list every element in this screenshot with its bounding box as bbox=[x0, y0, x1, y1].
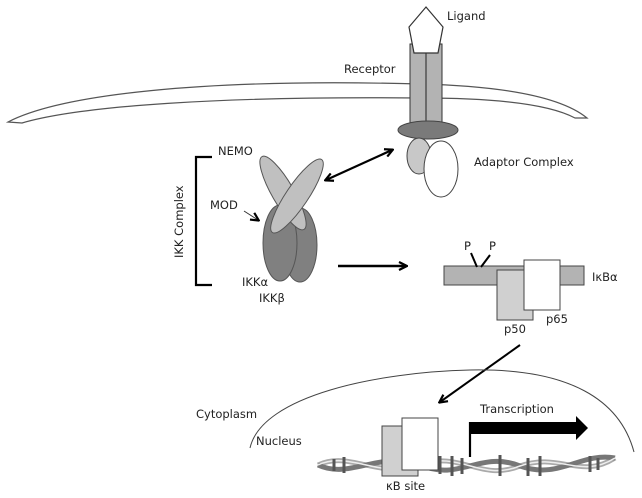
ikk-complex-label: IKK Complex bbox=[172, 185, 186, 258]
transcription-arrow bbox=[468, 416, 588, 457]
receptor-label: Receptor bbox=[344, 62, 396, 76]
adaptor-complex-label: Adaptor Complex bbox=[474, 155, 574, 169]
ikk-alpha-label: IKKα bbox=[242, 275, 268, 289]
ikb-alpha-label: IκBα bbox=[592, 270, 618, 284]
phospho-label-2: P bbox=[489, 239, 496, 253]
nemo-label: NEMO bbox=[218, 144, 253, 158]
mod-pointer-arrow bbox=[243, 210, 258, 220]
cell-membrane bbox=[5, 82, 589, 124]
bidirectional-arrow bbox=[326, 150, 392, 180]
transcription-label: Transcription bbox=[479, 402, 554, 416]
receptor bbox=[409, 43, 443, 127]
cytoplasm-label: Cytoplasm bbox=[196, 407, 257, 421]
nuclear-translocation-arrow bbox=[440, 344, 521, 402]
nucleus-label: Nucleus bbox=[256, 434, 302, 448]
p50-label: p50 bbox=[504, 322, 526, 336]
mod-label: MOD bbox=[210, 198, 238, 212]
adaptor-complex bbox=[397, 120, 459, 198]
dna-helix bbox=[316, 454, 617, 476]
ikk-complex-bracket bbox=[194, 155, 212, 287]
ligand-label: Ligand bbox=[447, 9, 486, 23]
kb-site-complex bbox=[381, 417, 439, 477]
ikb-complex bbox=[443, 252, 585, 321]
ikk-beta-label: IKKβ bbox=[259, 291, 285, 305]
ligand-shape bbox=[408, 6, 444, 54]
p65-label: p65 bbox=[546, 312, 568, 326]
kb-site-label: κB site bbox=[386, 479, 425, 493]
nemo bbox=[259, 155, 324, 234]
phospho-label-1: P bbox=[464, 239, 471, 253]
nuclear-envelope bbox=[249, 369, 635, 453]
